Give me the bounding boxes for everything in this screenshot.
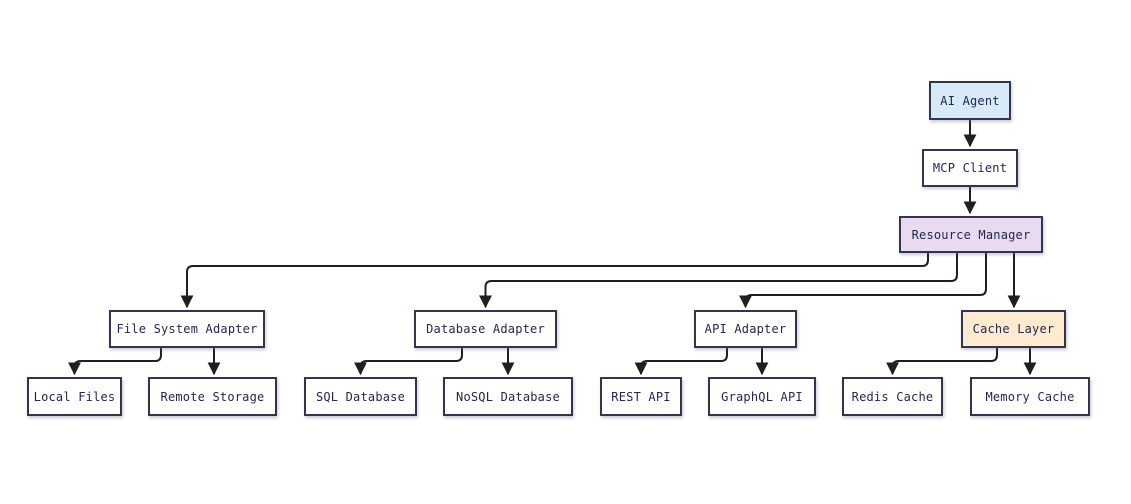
node-resource-manager: Resource Manager xyxy=(899,216,1043,253)
node-cache-layer: Cache Layer xyxy=(961,310,1066,348)
node-database-adapter: Database Adapter xyxy=(414,310,557,348)
node-local-files: Local Files xyxy=(27,377,122,416)
node-nosql-database: NoSQL Database xyxy=(443,377,573,416)
edge-database-adapter-to-sql-database xyxy=(354,348,463,376)
node-rest-api: REST API xyxy=(600,377,682,416)
node-sql-database: SQL Database xyxy=(304,377,417,416)
edge-resource-manager-to-file-system-adapter xyxy=(180,253,929,309)
node-ai-agent: AI Agent xyxy=(929,81,1011,120)
edge-resource-manager-to-api-adapter xyxy=(739,253,987,309)
node-api-adapter: API Adapter xyxy=(694,310,797,348)
node-redis-cache: Redis Cache xyxy=(842,377,943,416)
edge-file-system-adapter-to-local-files xyxy=(68,348,162,376)
node-mcp-client: MCP Client xyxy=(922,149,1018,187)
edge-api-adapter-to-rest-api xyxy=(634,348,728,376)
edge-resource-manager-to-database-adapter xyxy=(479,253,958,309)
node-memory-cache: Memory Cache xyxy=(970,377,1090,416)
node-remote-storage: Remote Storage xyxy=(148,377,277,416)
node-file-system-adapter: File System Adapter xyxy=(109,310,265,348)
edge-cache-layer-to-redis-cache xyxy=(886,348,998,376)
node-graphql-api: GraphQL API xyxy=(708,377,816,416)
